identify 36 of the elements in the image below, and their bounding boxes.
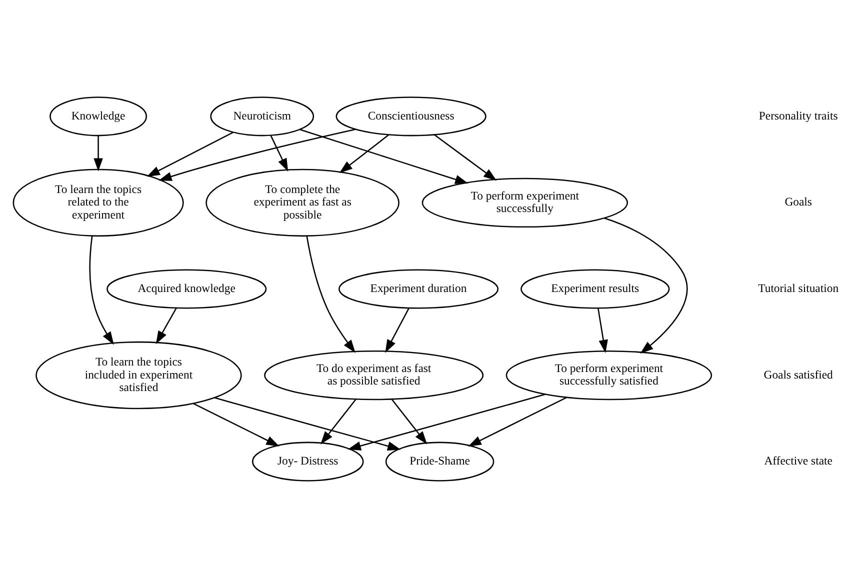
arrow (94, 135, 103, 171)
node-ellipse: Neuroticism (210, 96, 314, 136)
node-ellipse: Conscientiousness (336, 96, 486, 136)
node-ellipse: Acquired knowledge (106, 268, 267, 308)
arrow (391, 398, 428, 444)
label: Goals (784, 195, 812, 208)
arrow (146, 131, 234, 176)
arrow (320, 398, 356, 444)
node-ellipse: To do experiment as fast as possible satisfied (264, 350, 484, 400)
arrow (306, 235, 356, 352)
arrow (348, 393, 546, 450)
arrow (300, 128, 468, 184)
node-ellipse: To perform experiment successfully (422, 177, 628, 228)
arrow (156, 308, 177, 344)
label: Personality traits (758, 108, 838, 122)
node-ellipse: To perform experiment successfully satisfied (506, 350, 712, 400)
arrow (339, 134, 389, 173)
arrow (434, 134, 497, 180)
arrow (270, 134, 288, 172)
arrow (89, 235, 114, 344)
node-ellipse: Experiment duration (338, 268, 499, 308)
node-ellipse: To complete the experiment as fast as possible (206, 168, 400, 236)
label: Goals satisfied (764, 368, 833, 381)
node-ellipse: To learn the topics related to the experiment (12, 168, 184, 236)
arrow (468, 396, 567, 446)
node-ellipse: Knowledge (50, 96, 147, 136)
arrow (158, 128, 356, 180)
arrow (192, 402, 280, 446)
label: Affective state (764, 454, 832, 468)
node-ellipse: To learn the topics included in experiment satisfied (36, 340, 242, 409)
arrow (598, 308, 608, 353)
arrow (214, 396, 401, 450)
arrow (604, 216, 688, 354)
label: Tutorial situation (758, 281, 839, 294)
arrow (385, 308, 410, 352)
node-ellipse: Experiment results (520, 268, 670, 308)
